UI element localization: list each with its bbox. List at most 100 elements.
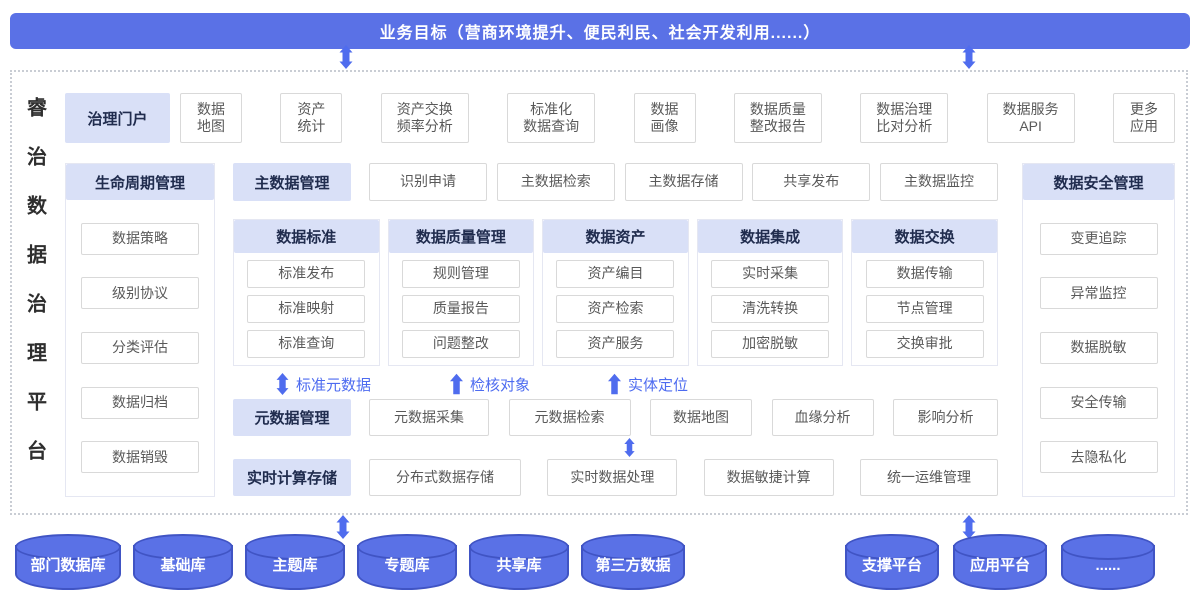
realtime-items: 分布式数据存储 实时数据处理 数据敏捷计算 统一运维管理 (369, 459, 998, 496)
database-cylinder: 主题库 (245, 534, 345, 590)
capability-header: 数据集成 (697, 220, 843, 253)
realtime-item: 实时数据处理 (547, 459, 678, 496)
capability-item: 资产服务 (556, 330, 675, 358)
capability-item: 实时采集 (711, 260, 830, 288)
metadata-row: 元数据管理 元数据采集 元数据检索 数据地图 血缘分析 影响分析 (233, 399, 998, 436)
platform-cylinders: 支撑平台 应用平台 ...... (845, 534, 1155, 590)
database-cylinder: 第三方数据 (581, 534, 685, 590)
realtime-row: 实时计算存储 分布式数据存储 实时数据处理 数据敏捷计算 统一运维管理 (233, 459, 998, 496)
capability-column-integration: 数据集成 实时采集 清洗转换 加密脱敏 (696, 219, 844, 366)
double-arrow-icon (962, 515, 976, 539)
lifecycle-item: 数据归档 (81, 386, 199, 419)
platform-label: 支撑平台 (861, 557, 922, 574)
lifecycle-column: 生命周期管理 数据策略 级别协议 分类评估 数据归档 数据销毁 (65, 163, 215, 497)
realtime-item: 数据敏捷计算 (703, 459, 834, 496)
double-arrow-icon (962, 45, 976, 69)
capability-item: 资产编目 (556, 260, 675, 288)
portal-item: 数据质量 整改报告 (733, 93, 822, 143)
flow-label: 检核对象 (470, 376, 531, 394)
lifecycle-items: 数据策略 级别协议 分类评估 数据归档 数据销毁 (66, 200, 214, 496)
capability-item: 规则管理 (401, 260, 520, 288)
lifecycle-item: 分类评估 (81, 331, 199, 364)
capability-item: 清洗转换 (711, 295, 830, 323)
flow-label: 标准元数据 (296, 376, 372, 394)
portal-item: 数据 画像 (633, 93, 696, 143)
capability-item: 资产检索 (556, 295, 675, 323)
metadata-item: 元数据检索 (508, 399, 631, 436)
master-data-item: 主数据存储 (624, 163, 743, 201)
capability-item: 标准查询 (247, 330, 366, 358)
double-arrow-icon (336, 515, 350, 539)
security-header: 数据安全管理 (1023, 164, 1174, 200)
master-data-item: 识别申请 (369, 163, 487, 201)
security-item: 变更追踪 (1039, 222, 1158, 255)
platform-cylinder: 应用平台 (953, 534, 1047, 590)
master-data-items: 识别申请 主数据检索 主数据存储 共享发布 主数据监控 (369, 163, 998, 201)
capability-grid: 数据标准 标准发布 标准映射 标准查询 数据质量管理 规则管理 质量报告 问题整… (233, 219, 998, 366)
realtime-header: 实时计算存储 (233, 459, 351, 496)
capability-header: 数据标准 (234, 220, 379, 253)
portal-item: 标准化 数据查询 (507, 93, 596, 143)
master-data-item: 主数据检索 (496, 163, 615, 201)
capability-item: 节点管理 (865, 295, 984, 323)
database-cylinders: 部门数据库 基础库 主题库 专题库 共享库 第三方数据 (15, 534, 685, 590)
flow-entity-location: 实体定位 (608, 371, 688, 397)
capability-column-standards: 数据标准 标准发布 标准映射 标准查询 (233, 219, 380, 366)
flow-standard-metadata: 标准元数据 (276, 371, 371, 397)
lifecycle-item: 数据销毁 (81, 441, 199, 474)
database-label: 共享库 (496, 557, 542, 574)
metadata-item: 元数据采集 (369, 399, 489, 436)
flow-check-object: 检核对象 (450, 371, 530, 397)
master-data-item: 共享发布 (752, 163, 871, 201)
portal-item: 资产交换 频率分析 (380, 93, 469, 143)
metadata-item: 数据地图 (650, 399, 752, 436)
database-label: 专题库 (384, 557, 430, 574)
portal-header: 治理门户 (65, 93, 170, 143)
database-cylinder: 共享库 (469, 534, 569, 590)
master-data-row: 主数据管理 识别申请 主数据检索 主数据存储 共享发布 主数据监控 (233, 163, 998, 201)
portal-item: 更多 应用 (1113, 93, 1175, 143)
capability-column-exchange: 数据交换 数据传输 节点管理 交换审批 (851, 219, 998, 366)
metadata-items: 元数据采集 元数据检索 数据地图 血缘分析 影响分析 (369, 399, 998, 436)
realtime-item: 统一运维管理 (859, 459, 998, 496)
capability-header: 数据质量管理 (388, 220, 534, 253)
security-column: 数据安全管理 变更追踪 异常监控 数据脱敏 安全传输 去隐私化 (1022, 163, 1175, 497)
up-arrow-icon (450, 373, 463, 395)
platform-title-text: 睿治数据治理平台 (23, 96, 46, 489)
portal-item: 资产 统计 (280, 93, 343, 143)
master-data-item: 主数据监控 (880, 163, 998, 201)
capability-column-assets: 数据资产 资产编目 资产检索 资产服务 (542, 219, 689, 366)
portal-item: 数据服务 API (986, 93, 1075, 143)
platform-title: 睿治数据治理平台 (14, 70, 56, 515)
security-item: 异常监控 (1039, 277, 1158, 310)
metadata-item: 影响分析 (893, 399, 998, 436)
double-arrow-icon (624, 438, 635, 457)
portal-items: 数据 地图 资产 统计 资产交换 频率分析 标准化 数据查询 数据 画像 数据质… (180, 93, 1175, 143)
database-label: 部门数据库 (30, 557, 106, 574)
database-label: 主题库 (272, 557, 318, 574)
lifecycle-header: 生命周期管理 (66, 164, 214, 200)
portal-item: 数据 地图 (180, 93, 242, 143)
platform-cylinder: 支撑平台 (845, 534, 939, 590)
capability-item: 标准映射 (247, 295, 366, 323)
capability-item: 数据传输 (865, 260, 984, 288)
business-goal-banner: 业务目标（营商环境提升、便民利民、社会开发利用......） (10, 13, 1190, 49)
capability-header: 数据资产 (543, 220, 688, 253)
lifecycle-item: 级别协议 (81, 277, 199, 310)
security-item: 数据脱敏 (1039, 331, 1158, 364)
up-arrow-icon (608, 373, 621, 395)
capability-item: 加密脱敏 (711, 330, 830, 358)
database-label: 基础库 (160, 557, 206, 574)
platform-label: ...... (1095, 557, 1121, 574)
portal-item: 数据治理 比对分析 (860, 93, 949, 143)
lifecycle-item: 数据策略 (81, 222, 199, 255)
security-item: 去隐私化 (1039, 441, 1158, 474)
capability-item: 质量报告 (401, 295, 520, 323)
capability-item: 标准发布 (247, 260, 366, 288)
security-items: 变更追踪 异常监控 数据脱敏 安全传输 去隐私化 (1023, 200, 1174, 496)
double-arrow-icon (276, 373, 289, 395)
platform-label: 应用平台 (969, 557, 1030, 574)
realtime-item: 分布式数据存储 (369, 459, 521, 496)
platform-frame (10, 70, 1188, 515)
platform-cylinder: ...... (1061, 534, 1155, 590)
